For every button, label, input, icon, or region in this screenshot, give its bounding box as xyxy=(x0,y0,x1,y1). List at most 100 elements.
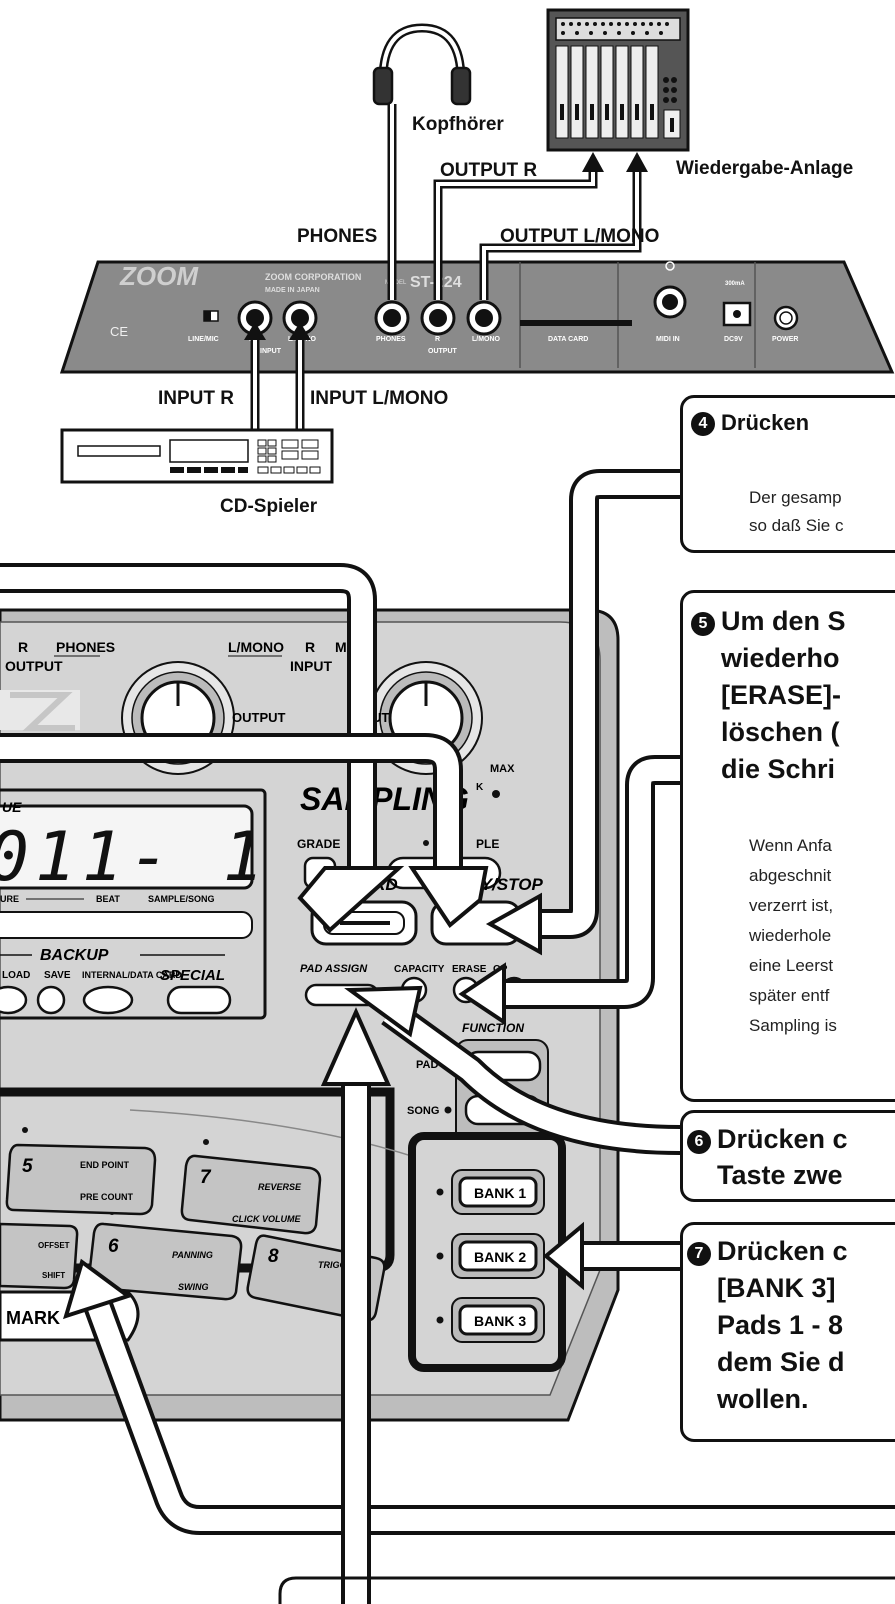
internal-data-card-label: INTERNAL/DATA CARD xyxy=(82,970,182,980)
phones-label: PHONES xyxy=(297,226,378,247)
data-card-slot[interactable] xyxy=(520,320,632,326)
function-label: FUNCTION xyxy=(462,1021,524,1035)
load-button[interactable] xyxy=(0,985,28,1015)
pad8-number: 8 xyxy=(268,1246,279,1267)
bank2-button[interactable]: BANK 2 xyxy=(451,1233,545,1279)
front-input-label: INPUT xyxy=(290,658,332,674)
bank3-label: BANK 3 xyxy=(474,1313,526,1329)
special-button[interactable] xyxy=(166,985,232,1015)
cd-player-icon xyxy=(60,428,334,484)
output-lmono-jack[interactable] xyxy=(466,300,502,336)
output-lmono-label: OUTPUT L/MONO xyxy=(500,226,660,247)
rear-data-card-label: DATA CARD xyxy=(548,336,588,343)
display-beat-label: BEAT xyxy=(96,894,120,904)
grade-label: GRADE xyxy=(297,837,340,851)
front-max-label: MAX xyxy=(490,763,515,775)
step4-text-line1: Der gesamp xyxy=(749,488,842,507)
bank3-button[interactable]: BANK 3 xyxy=(451,1297,545,1343)
rear-line-mic-label: LINE/MIC xyxy=(188,336,219,343)
pad5-top-label: END POINT xyxy=(80,1160,130,1170)
rear-input-label: INPUT xyxy=(260,348,282,355)
front-k-label: K xyxy=(476,782,484,793)
step5-line1: Um den S xyxy=(721,606,846,636)
step4-text-line2: so daß Sie c xyxy=(749,516,844,535)
bank2-label: BANK 2 xyxy=(474,1249,526,1265)
step5-text-line5: eine Leerst xyxy=(749,956,834,975)
rear-ma-label: 300mA xyxy=(725,281,745,287)
headphones-label: Kopfhörer xyxy=(412,114,504,135)
rear-phones-label: PHONES xyxy=(376,336,406,343)
input-r-jack[interactable] xyxy=(237,300,273,336)
capacity-label: CAPACITY xyxy=(394,964,445,975)
headphones-icon xyxy=(372,23,472,106)
step4-title: Drücken xyxy=(721,410,810,435)
front-output-label: OUTPUT xyxy=(5,658,63,674)
phones-jack[interactable] xyxy=(374,300,410,336)
save-button[interactable] xyxy=(36,985,66,1015)
front-lmono-label: L/MONO xyxy=(228,639,284,655)
song-mode-label: SONG xyxy=(407,1105,439,1117)
front-output-knob-label: OUTPUT xyxy=(232,710,286,725)
bank1-button[interactable]: BANK 1 xyxy=(451,1169,545,1215)
resample-label-end: PLE xyxy=(476,837,499,851)
step7-line4: dem Sie d xyxy=(717,1347,845,1377)
pad6-bottom-label: SWING xyxy=(178,1282,209,1292)
mixer-icon xyxy=(546,8,690,152)
step7-line3: Pads 1 - 8 xyxy=(717,1310,844,1340)
step6-line2: Taste zwe xyxy=(717,1160,843,1190)
instruction-arrows xyxy=(0,469,895,1604)
mark-label: MARK xyxy=(6,1308,60,1328)
pad4-offset-label: OFFSET xyxy=(38,1241,70,1250)
load-label: LOAD xyxy=(2,970,30,981)
internal-data-card-button[interactable] xyxy=(82,985,134,1015)
step6-line1: Drücken c xyxy=(717,1124,848,1154)
front-r-label: R xyxy=(18,639,28,655)
pad6-top-label: PANNING xyxy=(172,1250,213,1260)
dc-jack[interactable] xyxy=(722,301,752,327)
special-label: SPECIAL xyxy=(160,967,225,984)
rear-output-r-label: R xyxy=(435,336,440,343)
arrowheads-top xyxy=(244,152,648,340)
rear-panel: ZOOM ZOOM CORPORATION MADE IN JAPAN MODE… xyxy=(59,260,895,374)
step5-number-badge: 5 xyxy=(691,612,715,636)
display-sample-song-label: SAMPLE/SONG xyxy=(148,894,215,904)
cables-top xyxy=(250,104,642,430)
step5-text-line4: wiederhole xyxy=(749,926,832,945)
pad8-top-label: TRIGG xyxy=(318,1260,347,1270)
step6-number-badge: 6 xyxy=(687,1130,711,1154)
midi-in-port[interactable] xyxy=(653,285,687,319)
pad-7[interactable]: 7 REVERSE CLICK VOLUME xyxy=(180,1154,322,1235)
step5-line3: [ERASE]- xyxy=(721,680,841,710)
output-r-label: OUTPUT R xyxy=(440,160,538,181)
playback-system-label: Wiedergabe-Anlage xyxy=(676,158,854,179)
step7-number-badge: 7 xyxy=(687,1242,711,1266)
rear-midi-label: MIDI IN xyxy=(656,336,680,343)
step5-text-line7: Sampling is xyxy=(749,1016,837,1035)
pad4-shift-label: SHIFT xyxy=(42,1271,65,1280)
output-r-jack[interactable] xyxy=(420,300,456,336)
step5-text-line6: später entf xyxy=(749,986,830,1005)
step7-line1: Drücken c xyxy=(717,1236,848,1266)
pad-6[interactable]: 6 PANNING SWING xyxy=(87,1222,243,1301)
display-ure-label: URE xyxy=(0,894,19,904)
input-lmono-label: INPUT L/MONO xyxy=(310,388,449,409)
pad-4[interactable]: OFFSET SHIFT xyxy=(0,1222,79,1290)
pad-assign-label: PAD ASSIGN xyxy=(300,963,368,975)
front-mi-label: MI xyxy=(335,639,351,655)
erase-label: ERASE xyxy=(452,964,487,975)
step7-line2: [BANK 3] xyxy=(717,1273,836,1303)
pad6-number: 6 xyxy=(108,1236,119,1257)
front-phones-label: PHONES xyxy=(56,639,115,655)
step5-text-line2: abgeschnit xyxy=(749,866,832,885)
power-switch[interactable] xyxy=(773,305,799,331)
step5-text-line1: Wenn Anfa xyxy=(749,836,832,855)
input-lmono-jack[interactable] xyxy=(282,300,318,336)
step5-line2: wiederho xyxy=(721,643,840,673)
pad-5[interactable]: 5 END POINT PRE COUNT xyxy=(5,1143,157,1216)
